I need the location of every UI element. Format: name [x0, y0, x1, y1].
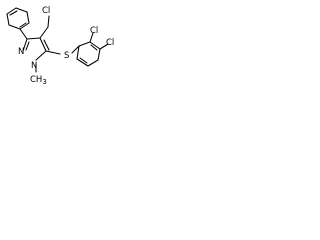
- molecule-diagram: Cl S Cl Cl N N CH3: [0, 0, 127, 104]
- nitrogen-label-upper: N: [18, 47, 24, 57]
- thioether-link: [45, 45, 80, 55]
- methyl-label: CH3: [30, 75, 47, 86]
- chlorine-label-top: Cl: [42, 6, 50, 16]
- chlorine-label-aryl-left: Cl: [90, 26, 98, 36]
- structure-drawing: Cl S Cl Cl N N CH3: [6, 6, 114, 86]
- chlorine-label-aryl-right: Cl: [106, 38, 114, 48]
- phenyl-ring: [6, 7, 30, 30]
- sulfur-label: S: [64, 51, 69, 61]
- nitrogen-label-lower: N: [31, 61, 37, 71]
- chloromethyl-group: [39, 15, 50, 39]
- dichlorophenyl-ring: [76, 32, 109, 67]
- pyrazole-ring: [19, 28, 50, 61]
